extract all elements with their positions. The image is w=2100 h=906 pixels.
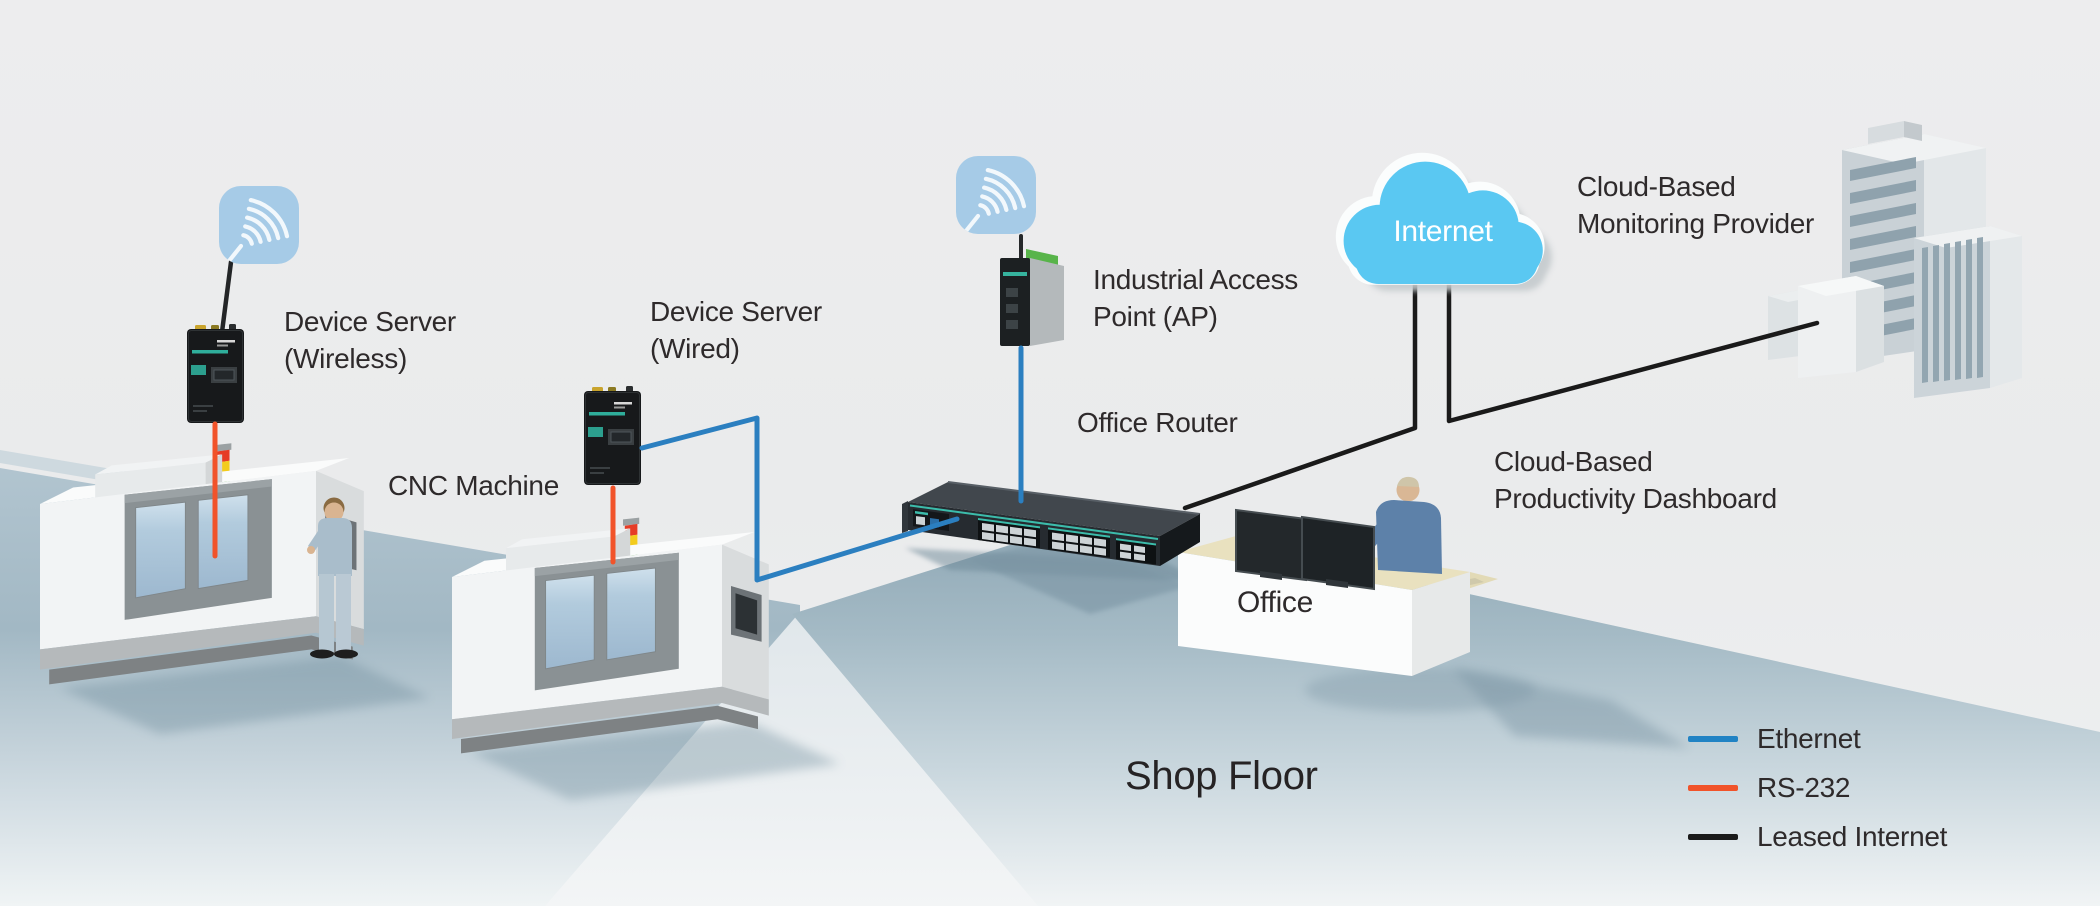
ethernet-cables — [639, 345, 1024, 583]
label-line: Device Server — [284, 306, 456, 337]
legend-label: Ethernet — [1757, 722, 1861, 754]
wifi-signal-icon-1 — [219, 186, 299, 264]
floor-shadows — [60, 537, 1690, 800]
label-line: Monitoring Provider — [1577, 208, 1815, 239]
cloud-provider-buildings — [1768, 121, 2022, 398]
legend-item-ethernet: Ethernet — [1688, 714, 1947, 763]
office-monitors — [1235, 508, 1375, 591]
label-line: Cloud-Based — [1494, 446, 1653, 477]
device-server-wireless-box — [186, 323, 245, 424]
label-cloud-monitoring: Cloud-Based Monitoring Provider — [1577, 168, 1814, 242]
label-cnc-machine: CNC Machine — [388, 470, 559, 501]
wifi-signal-icon-2 — [956, 156, 1036, 234]
legend-line-rs232 — [1688, 784, 1738, 791]
office-desk — [1178, 476, 1498, 676]
label-line: Industrial Access — [1093, 264, 1298, 295]
legend-label: RS-232 — [1757, 771, 1851, 803]
label-internet: Internet — [1393, 215, 1493, 248]
label-line: Device Server — [650, 296, 822, 327]
office-worker — [1357, 476, 1442, 574]
legend-item-leased-internet: Leased Internet — [1688, 812, 1947, 861]
label-line: (Wired) — [650, 333, 740, 364]
internet-cloud-body — [1343, 161, 1543, 284]
legend-line-leased — [1688, 833, 1738, 840]
label-device-server-wired: Device Server (Wired) — [650, 293, 822, 367]
label-office: Office — [1237, 586, 1314, 619]
legend-item-rs232: RS-232 — [1688, 763, 1947, 812]
label-line: Cloud-Based — [1577, 171, 1736, 202]
building-mid — [1914, 226, 2022, 398]
legend: Ethernet RS-232 Leased Internet — [1688, 714, 1947, 861]
label-shop-floor: Shop Floor — [1125, 754, 1318, 798]
ethernet-cable-device-server — [639, 415, 960, 583]
floor-main — [792, 545, 2100, 906]
leased-line-to-provider — [1446, 279, 1820, 424]
label-industrial-ap: Industrial Access Point (AP) — [1093, 261, 1298, 335]
internet-cloud — [1335, 152, 1552, 291]
leased-internet-lines — [1182, 279, 1820, 511]
industrial-access-point — [1000, 234, 1064, 346]
label-line: Productivity Dashboard — [1494, 483, 1777, 514]
label-office-router: Office Router — [1077, 407, 1238, 438]
office-router-switch — [902, 481, 1201, 566]
device-server-wired-box — [583, 385, 642, 486]
legend-label: Leased Internet — [1757, 820, 1948, 852]
device-server-antenna — [219, 259, 234, 335]
label-line: (Wireless) — [284, 343, 407, 374]
legend-line-ethernet — [1688, 735, 1738, 742]
building-small-front — [1798, 276, 1884, 378]
label-line: Point (AP) — [1093, 301, 1218, 332]
label-device-server-wireless: Device Server (Wireless) — [284, 303, 456, 377]
rs232-cables — [212, 421, 616, 565]
label-cloud-dashboard: Cloud-Based Productivity Dashboard — [1494, 443, 1777, 517]
leased-line-to-router — [1182, 279, 1418, 511]
